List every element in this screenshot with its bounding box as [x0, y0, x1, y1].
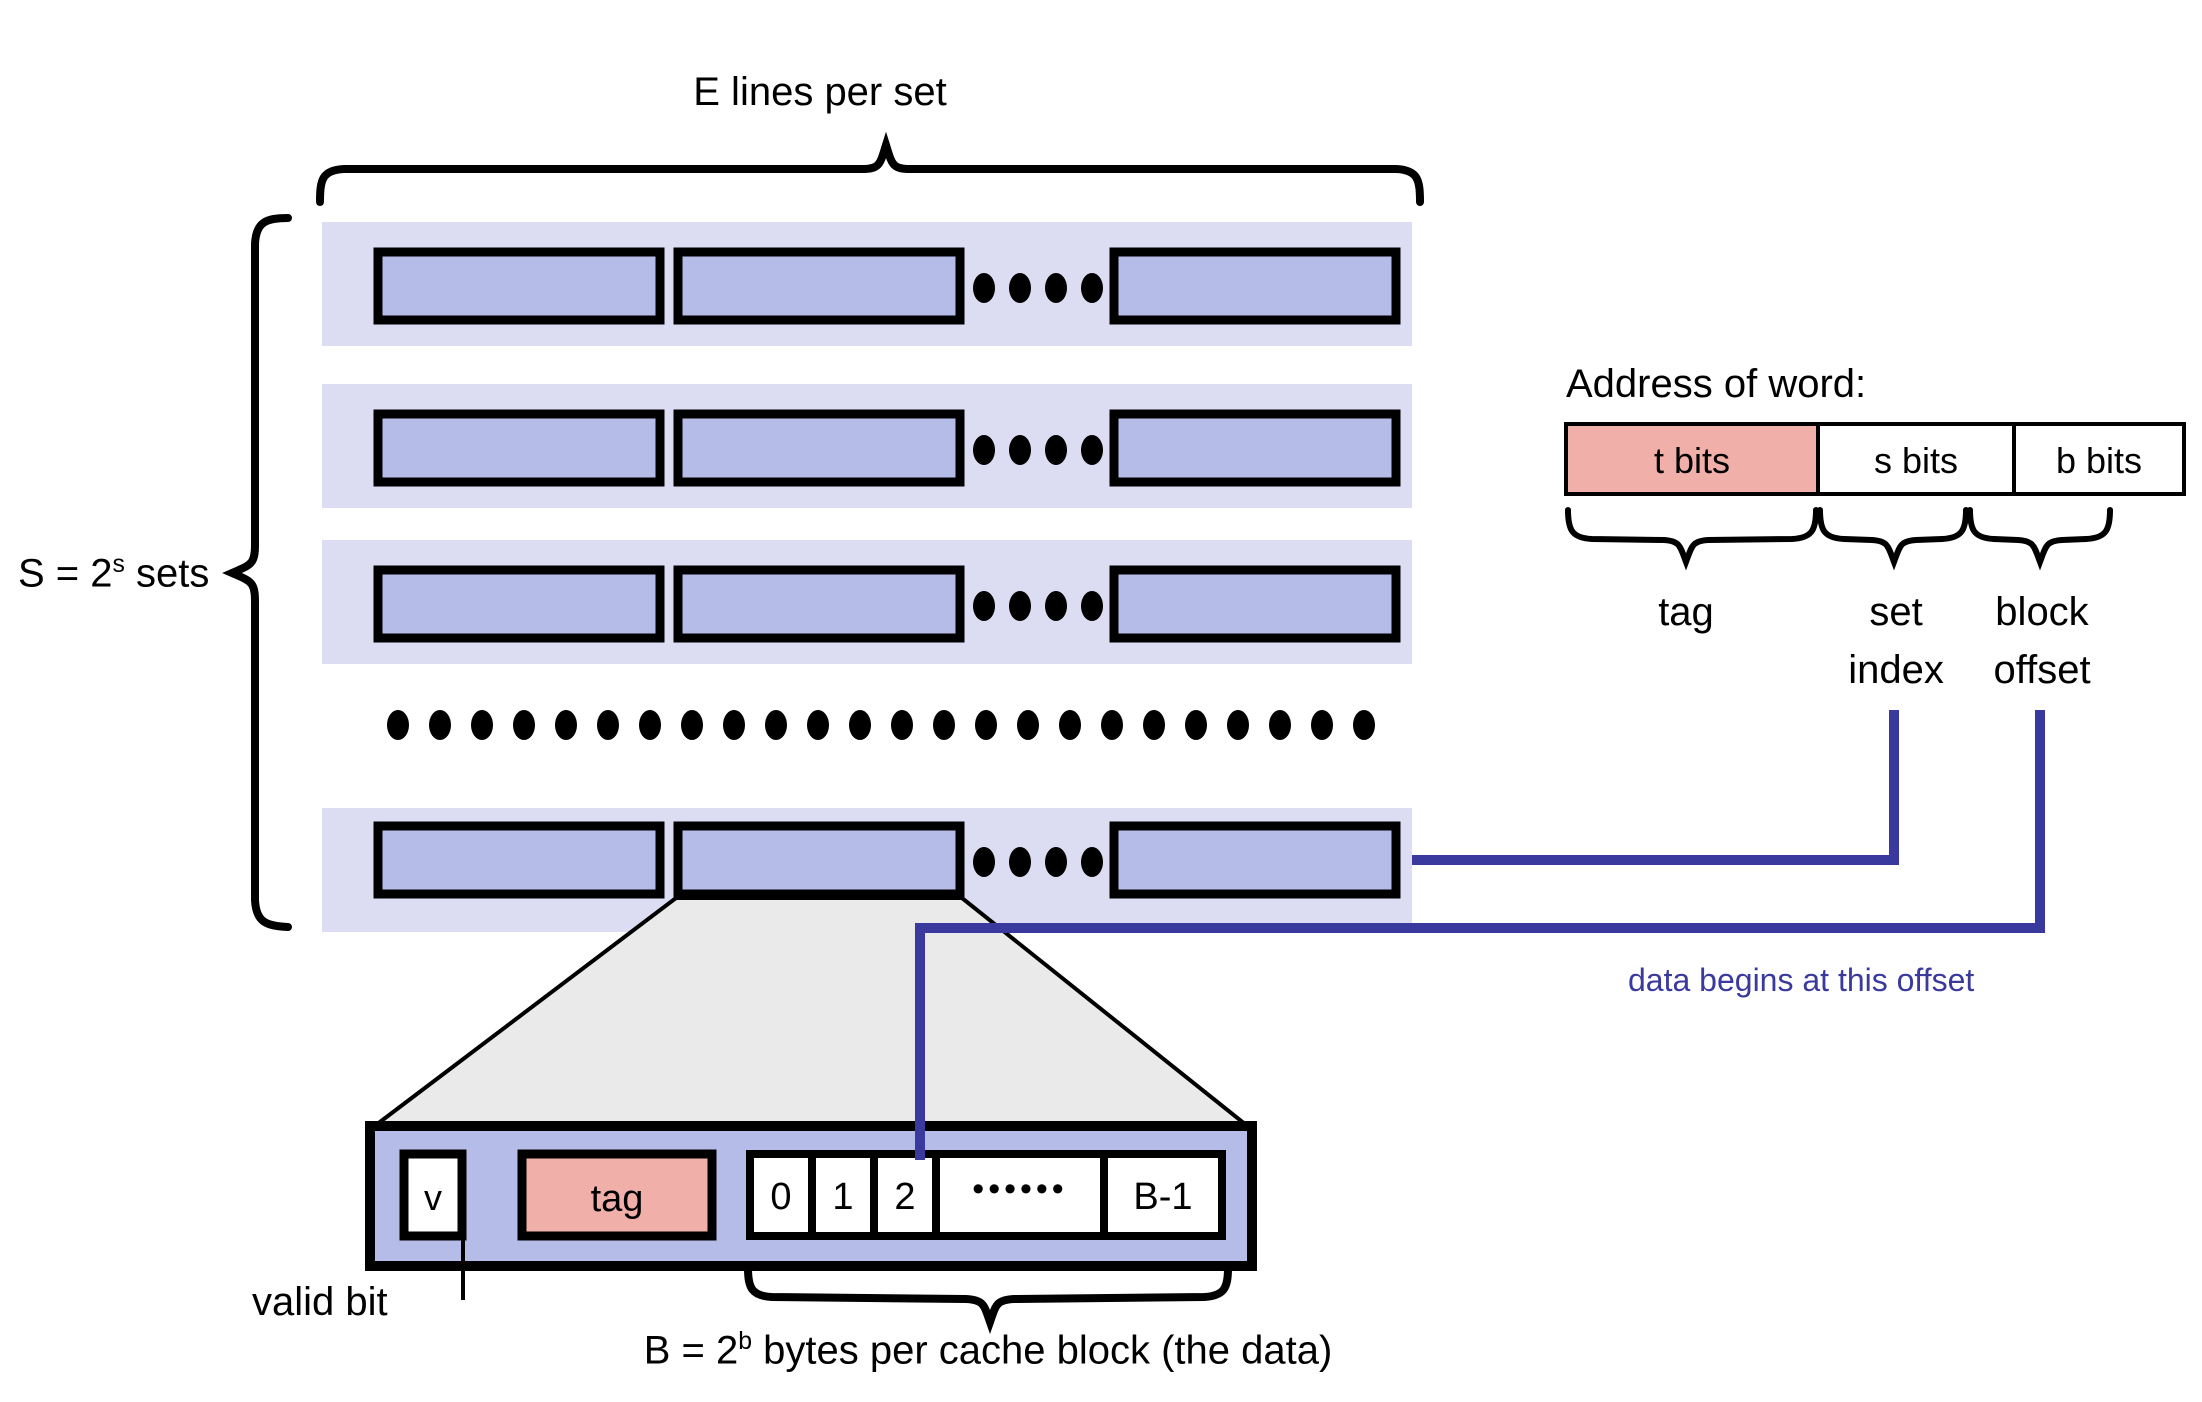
tag-brace-label: tag [1658, 590, 1714, 634]
s-sets-brace [222, 214, 292, 931]
cache-set-row-1 [322, 384, 1412, 508]
set-index-brace [1817, 507, 1969, 571]
tag-cell [517, 1149, 717, 1241]
e-lines-per-set-label: E lines per set [693, 70, 947, 114]
byte-cell-label-1: 1 [832, 1176, 854, 1218]
block-bytes-brace [744, 1264, 1232, 1335]
block-offset-brace-label-line2: offset [1993, 648, 2091, 692]
byte-cell-0 [746, 1150, 816, 1240]
s-sets-suffix: sets [124, 551, 210, 596]
block-caption-exponent: b [738, 1328, 752, 1355]
address-field-b-bits [2012, 422, 2186, 496]
e-lines-brace [316, 131, 1424, 206]
block-offset-brace-label-line1: block [1995, 590, 2089, 634]
data-begins-at-offset-label: data begins at this offset [1628, 962, 1975, 998]
tag-brace [1565, 507, 1819, 571]
cache-set-row-0 [322, 222, 1412, 346]
s-sets-label: S = 2s sets [18, 551, 210, 596]
s-sets-exponent: s [112, 551, 125, 578]
byte-cell-last [1100, 1150, 1226, 1240]
set-index-connector [1412, 710, 1899, 865]
valid-bit-label: valid bit [252, 1280, 388, 1324]
block-caption-suffix: bytes per cache block (the data) [752, 1328, 1333, 1373]
block-offset-brace [1967, 507, 2113, 571]
set-index-brace-label-line1: set [1869, 590, 1923, 634]
byte-cell-1 [808, 1150, 878, 1240]
byte-cell-label-2: 2 [894, 1176, 916, 1218]
address-field-label-b-bits: b bits [2055, 440, 2143, 481]
row-ellipsis-2 [973, 591, 1103, 621]
address-of-word-bar [1564, 422, 2186, 496]
address-field-label-s-bits: s bits [1873, 440, 1959, 481]
address-field-t-bits [1564, 422, 1820, 496]
block-caption-prefix: B = 2 [643, 1328, 739, 1373]
valid-bit-cell-label: v [424, 1177, 442, 1218]
row-ellipsis-1 [973, 435, 1103, 465]
row-ellipsis-0 [973, 273, 1103, 303]
s-sets-prefix: S = 2 [18, 551, 113, 596]
byte-cell-label-ellipsis: •••••• [972, 1170, 1068, 1208]
address-field-label-t-bits: t bits [1653, 440, 1731, 481]
cache-set-row-2 [322, 540, 1412, 664]
sets-vertical-ellipsis [387, 710, 1375, 740]
row-ellipsis-last [973, 847, 1103, 877]
block-offset-connector [915, 710, 2045, 1160]
set-index-brace-label-line2: index [1848, 648, 1944, 692]
tag-cell-label: tag [590, 1178, 644, 1220]
byte-cell-label-last: B-1 [1133, 1176, 1193, 1218]
cache-line-detail [365, 1121, 1257, 1271]
address-of-word-heading: Address of word: [1566, 362, 1867, 406]
address-field-s-bits [1816, 422, 2016, 496]
valid-bit-cell [399, 1149, 467, 1241]
block-size-caption: B = 2b bytes per cache block (the data) [643, 1328, 1333, 1373]
byte-cell-label-0: 0 [770, 1176, 792, 1218]
